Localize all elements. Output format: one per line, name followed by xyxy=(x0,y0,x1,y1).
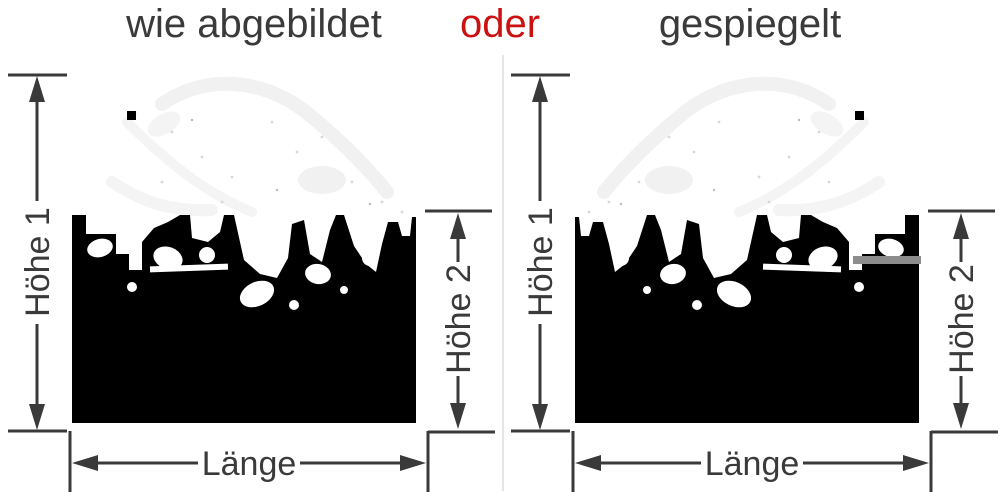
height2-label: Höhe 2 xyxy=(440,264,478,374)
gray-bar-artifact xyxy=(853,256,921,264)
height1-label: Höhe 1 xyxy=(522,207,560,317)
panel-as-shown: Höhe 1 Höhe 2 Länge xyxy=(0,0,500,500)
decal-design-mirrored xyxy=(575,62,921,424)
length-label: Länge xyxy=(705,445,800,483)
title-conjunction: oder xyxy=(459,2,541,46)
height1-label: Höhe 1 xyxy=(19,207,57,317)
decal-design-as-shown xyxy=(72,62,416,424)
title-mirrored: gespiegelt xyxy=(658,2,842,46)
title-as-shown: wie abgebildet xyxy=(126,2,382,46)
decal-silhouette xyxy=(72,62,416,424)
panel-mirrored: Höhe 1 Höhe 2 Länge xyxy=(503,0,1000,500)
decal-silhouette-mirrored xyxy=(575,62,919,424)
height2-label: Höhe 2 xyxy=(943,264,981,374)
panel-divider xyxy=(502,55,504,491)
length-label: Länge xyxy=(202,445,297,483)
